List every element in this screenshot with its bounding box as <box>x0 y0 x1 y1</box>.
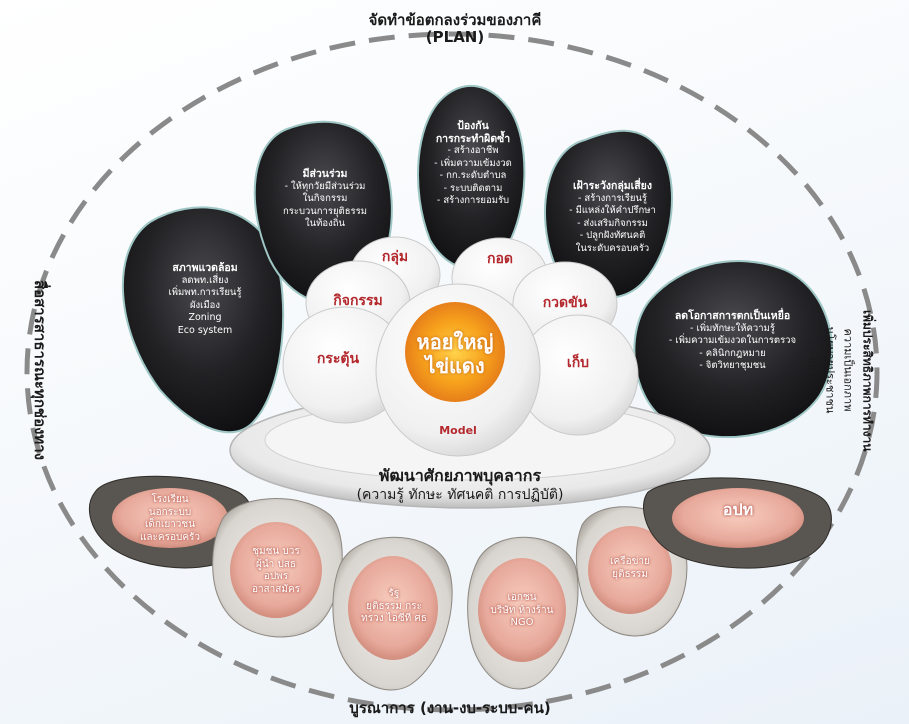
oyster-private-text: เอกชน บริษัท ห้างร้าน NGO <box>478 592 566 630</box>
ring-bottom: บูรณาการ (งาน-งบ-ระบบ-คน) <box>200 696 700 720</box>
ring-top-line2: (PLAN) <box>330 28 580 46</box>
model-label: Model <box>418 424 498 437</box>
egg-label-top-right: กอด <box>455 248 545 270</box>
shell-surveillance-text: เฝ้าระวังกลุ่มเสี่ยง - สร้างการเรียนรู้ … <box>555 180 670 255</box>
egg-label-left-mid: กิจกรรม <box>313 290 403 312</box>
shell-prevention-text: ป้องกัน การกระทำผิดซ้ำ - สร้างอาชีพ - เพ… <box>418 120 528 208</box>
egg-label-right-low: เก็บ <box>533 352 623 374</box>
oyster-school-text: โรงเรียน นอกระบบ เด็กเยาวชน และครอบครัว <box>125 494 215 544</box>
shell-victim-reduction-text: ลดโอกาสการตกเป็นเหยื่อ - เพิ่มทักษะให้คว… <box>650 310 815 373</box>
oyster-local-admin-text: อปท <box>690 504 786 517</box>
yolk-title: หอยใหญ่ ไข่แดง <box>405 330 505 378</box>
oyster-government-text: รัฐ ยุติธรรม กระ ทรวง ไอซีที ศธ <box>350 588 438 626</box>
egg-label-left-low: กระตุ้น <box>293 348 383 370</box>
plate-subtitle: (ความรู้ ทักษะ ทัศนคติ การปฏิบัติ) <box>290 484 630 506</box>
oyster-community-text: ชุมชน บวร ผู้นำ ปสธ อปพร อาสาสมัคร <box>236 546 316 596</box>
oyster-justice-network-text: เครือข่าย ยุติธรรม <box>592 556 668 581</box>
ring-left: สื่อสารสาธารณะทุกช่องทาง <box>28 280 52 460</box>
shell-participation-text: มีส่วนร่วม - ให้ทุกวัยมีส่วนร่วม ในกิจกร… <box>270 168 380 231</box>
shell-environment-text: สภาพแวดล้อม ลดพท.เสี่ยง เพิ่มพท.การเรียน… <box>150 262 260 337</box>
egg-label-top-left: กลุ่ม <box>350 246 440 268</box>
egg-label-right-mid: กวดขัน <box>520 292 610 314</box>
